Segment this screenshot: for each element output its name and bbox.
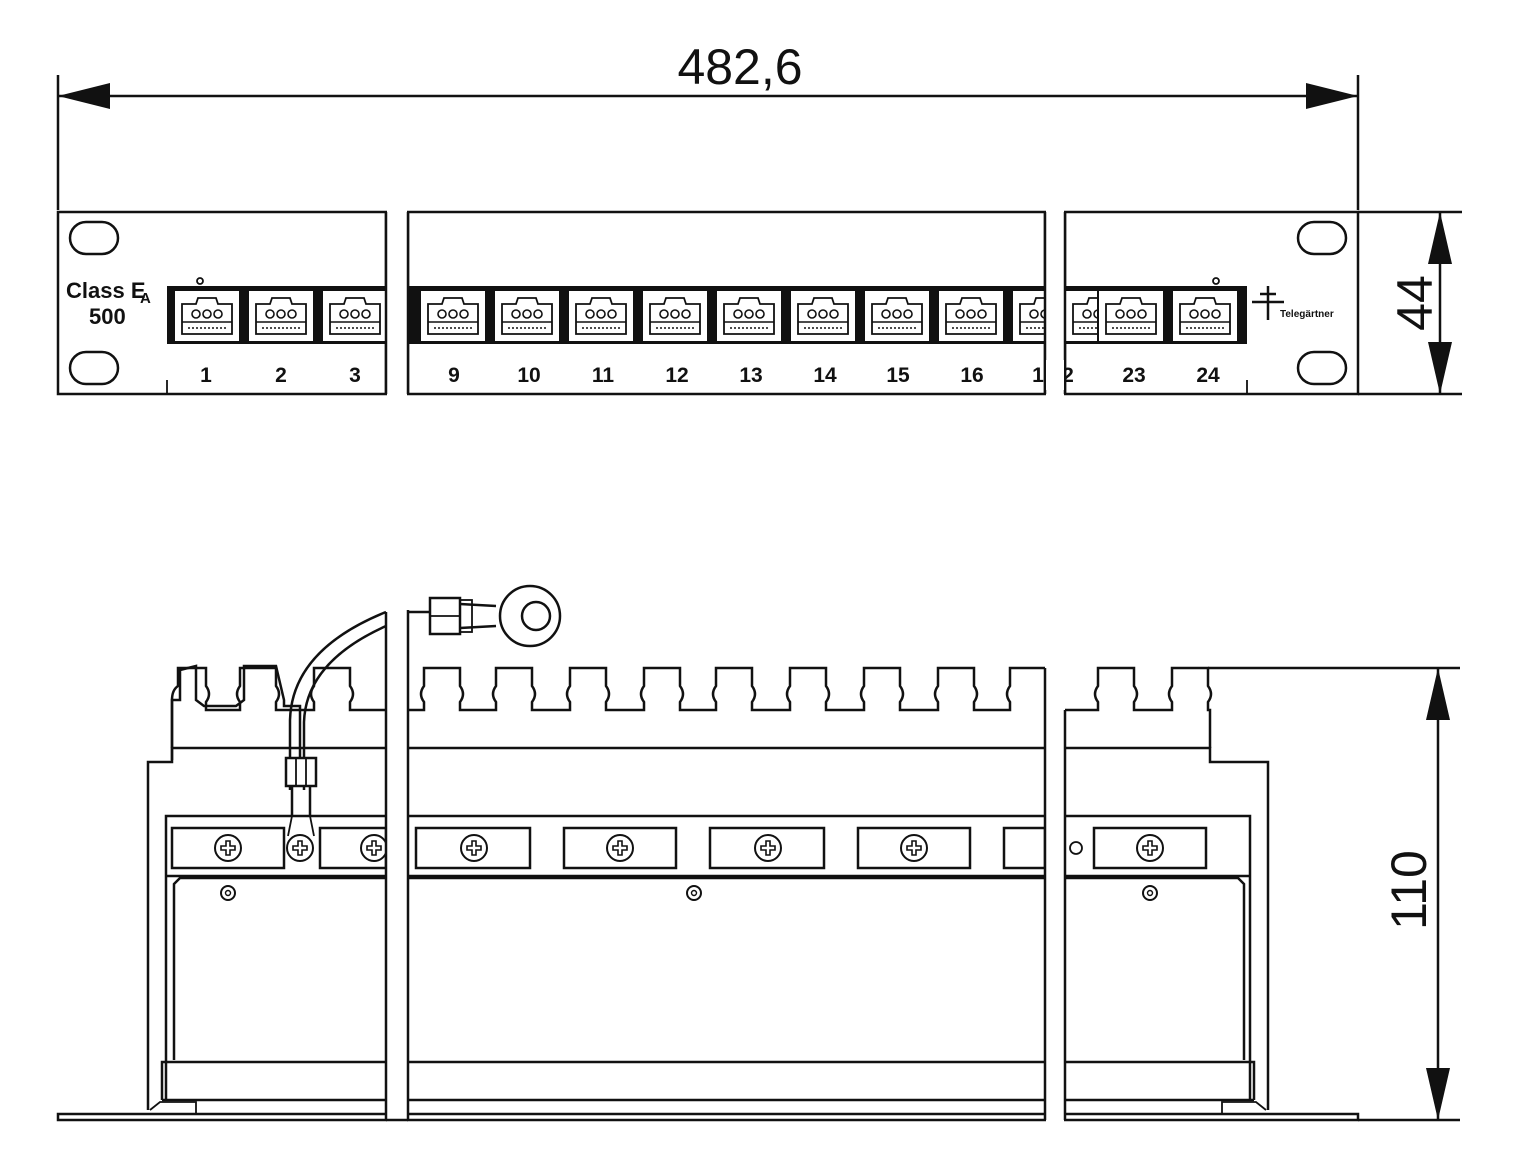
class-label: Class E — [66, 278, 146, 303]
logo-text: Telegärtner — [1280, 309, 1334, 320]
port-number: 24 — [1196, 364, 1220, 387]
port-number: 2 — [275, 364, 287, 387]
port-number: 10 — [517, 364, 540, 387]
ring-terminal — [408, 584, 562, 648]
depth-dimension: 110 — [1358, 668, 1460, 1122]
mounting-slot — [1296, 350, 1348, 386]
port-number: 23 — [1122, 364, 1145, 387]
port-number: 15 — [886, 364, 910, 387]
port-number: 9 — [448, 364, 460, 387]
port-number: 2 — [1062, 364, 1074, 387]
height-dimension: 44 — [1358, 210, 1462, 396]
port-number: 13 — [739, 364, 762, 387]
mounting-slot — [68, 220, 120, 256]
port-number: 3 — [349, 364, 361, 387]
port-number: 16 — [960, 364, 983, 387]
class-subscript: A — [140, 290, 151, 307]
port-number: 12 — [665, 364, 688, 387]
telegaertner-logo: Telegärtner — [1252, 286, 1334, 320]
top-view: 110 — [56, 580, 1460, 1130]
width-dimension: 482,6 — [56, 39, 1360, 210]
mounting-slot — [1296, 220, 1348, 256]
port-number: 11 — [592, 364, 615, 387]
mounting-slot — [68, 350, 120, 386]
port-number: 1 — [200, 364, 212, 387]
port-number: 14 — [813, 364, 837, 387]
front-view: Class E A 500 Telegärtner 1 2 3 9 10 11 … — [56, 205, 1462, 400]
width-dimension-label: 482,6 — [677, 39, 802, 95]
class-value: 500 — [89, 304, 126, 329]
ground-cable — [284, 610, 387, 862]
depth-dimension-label: 110 — [1381, 850, 1437, 930]
height-dimension-label: 44 — [1387, 275, 1443, 331]
port-number: 1 — [1032, 364, 1044, 387]
